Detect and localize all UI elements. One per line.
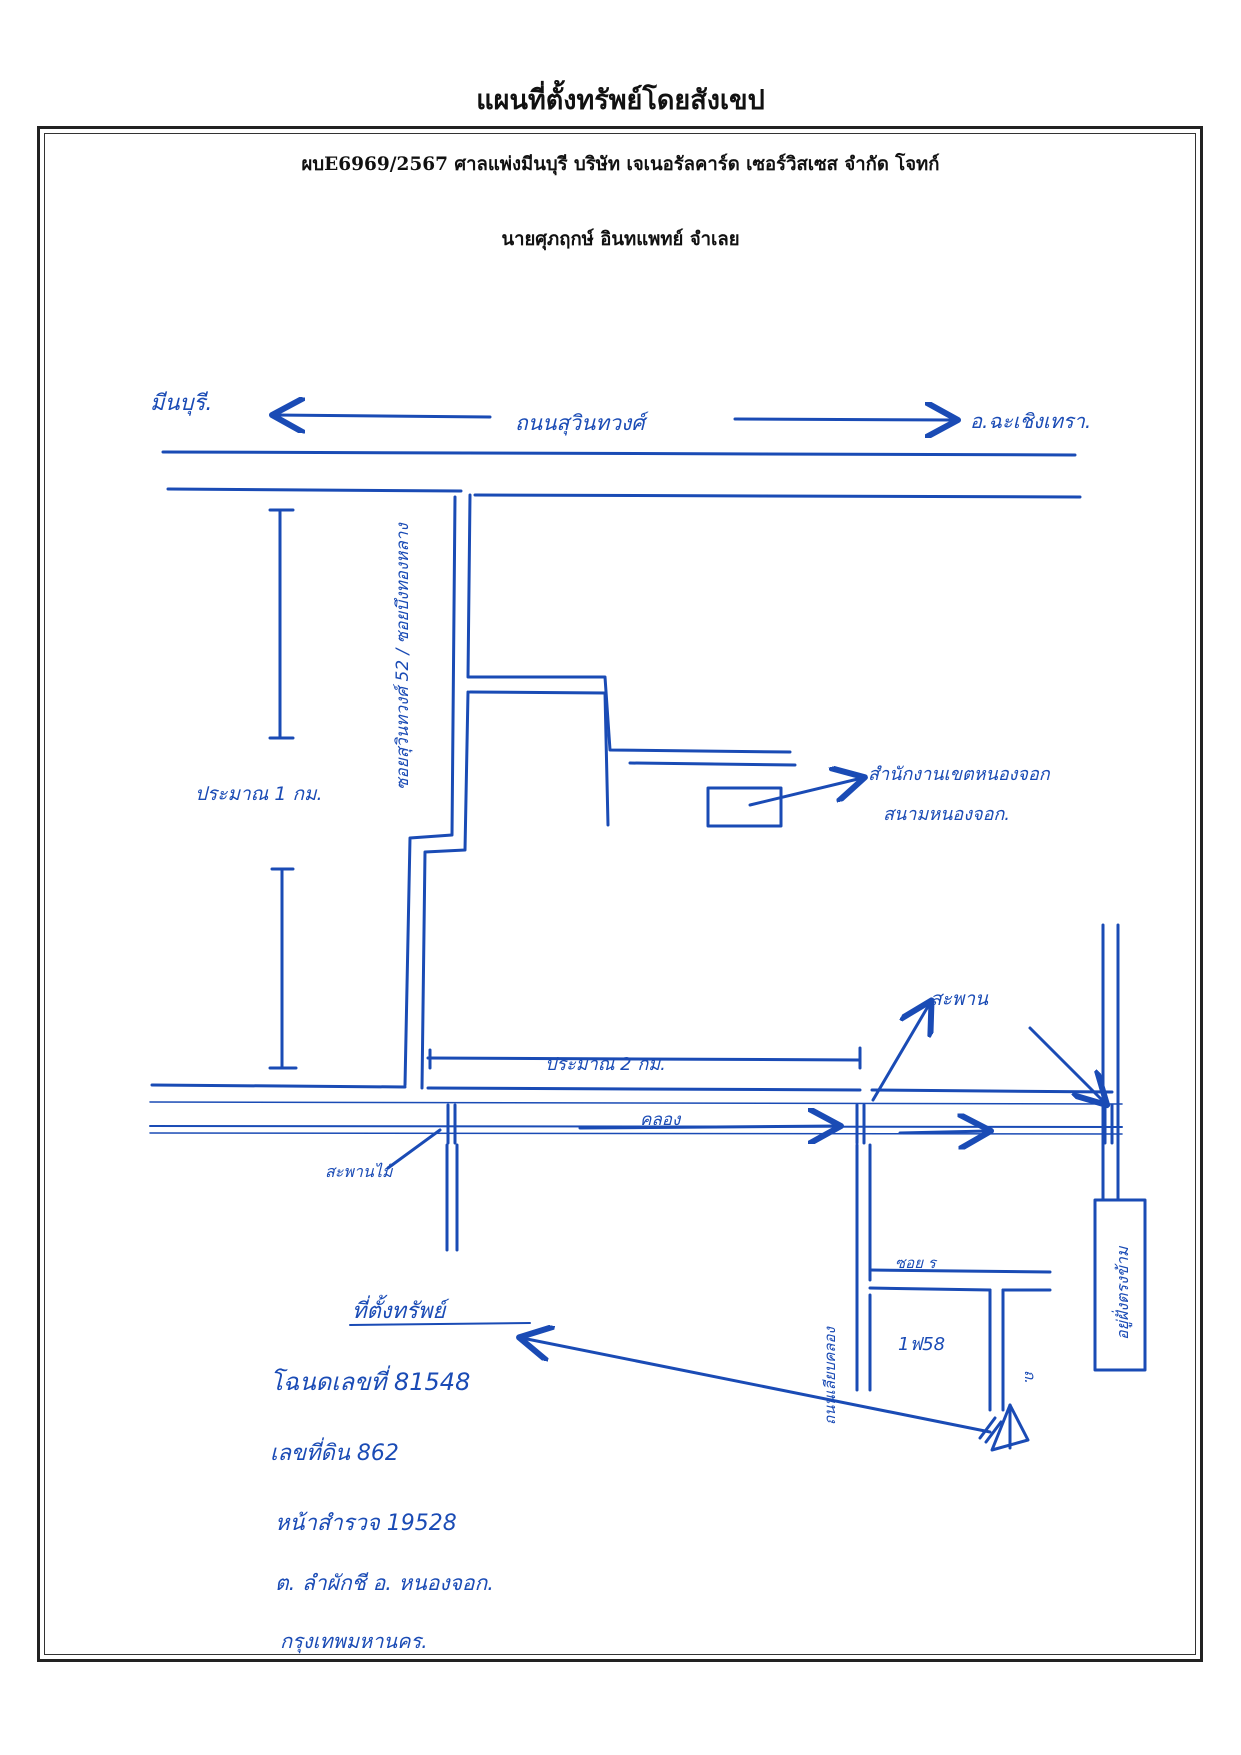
land-number: เลขที่ดิน 862 [270, 1437, 399, 1466]
label-main-road: ถนนสุวินทวงศ์ [515, 411, 649, 436]
label-opposite-side: อยู่ฝั่งตรงข้าม [1111, 1245, 1133, 1340]
survey-page: หน้าสำรวจ 19528 [275, 1511, 457, 1536]
bridge-left [446, 1103, 457, 1145]
page-title: แผนที่ตั้งทรัพย์โดยสังเขป [476, 85, 765, 116]
district-office-marker [706, 786, 783, 828]
document-frame-outer [37, 126, 1203, 1662]
document-frame-inner [44, 133, 1196, 1655]
soi-road [403, 493, 797, 1090]
defendant-line: นายศุภฤกษ์ อินทแพทย์ จำเลย [501, 229, 740, 250]
label-approx-2km: ประมาณ 2 กม. [545, 1054, 666, 1075]
label-soi-suwinthawong: ซอยสุวินทวงศ์ 52 / ซอยบึงทองหลาง [393, 522, 413, 790]
label-chachoengsao: อ.ฉะเชิงเทรา. [970, 409, 1091, 433]
property-arrow [522, 1338, 992, 1434]
label-property-location: ที่ตั้งทรัพย์ [352, 1294, 450, 1324]
subdistrict-district: ต. ลำผักชี อ. หนองจอก. [275, 1571, 494, 1595]
main-road [161, 450, 1082, 499]
label-nong-chok: สนามหนองจอก. [883, 804, 1010, 825]
case-info-line: ผบE6969/2567 ศาลแพ่งมีนบุรี บริษัท เจเนอ… [301, 154, 940, 175]
property-marker [978, 1403, 1030, 1452]
district-office-arrow [748, 778, 862, 807]
distance-measure-1km [268, 508, 298, 1070]
label-approx-1km: ประมาณ 1 กม. [195, 783, 323, 805]
label-canal: คลอง [640, 1110, 682, 1130]
lower-road-right [855, 1143, 1052, 1412]
canal-flow-arrow [578, 1126, 838, 1128]
label-soi-small: ซอย ร [895, 1254, 938, 1272]
label-min-buri: มีนบุรี. [150, 391, 212, 416]
label-canal-road: ถนนเลียบคลอง [821, 1326, 839, 1425]
label-village-road: ถ. [1021, 1370, 1039, 1384]
label-wooden-bridge: สะพานไม้ [325, 1162, 395, 1181]
distance-measure-2km [426, 1056, 862, 1062]
opposite-building [1093, 1198, 1147, 1372]
main-road-arrows [275, 415, 955, 420]
province: กรุงเทพมหานคร. [280, 1629, 428, 1654]
label-district-office: สำนักงานเขตหนองจอก [868, 764, 1051, 785]
right-road [1101, 923, 1120, 1202]
bridge-right [855, 1103, 1114, 1145]
deed-number: โฉนดเลขที่ 81548 [270, 1365, 470, 1396]
label-bridge: สะพาน [930, 988, 989, 1010]
lower-soi-left [445, 1143, 459, 1252]
label-plot-number: 1ฟ58 [898, 1334, 945, 1355]
